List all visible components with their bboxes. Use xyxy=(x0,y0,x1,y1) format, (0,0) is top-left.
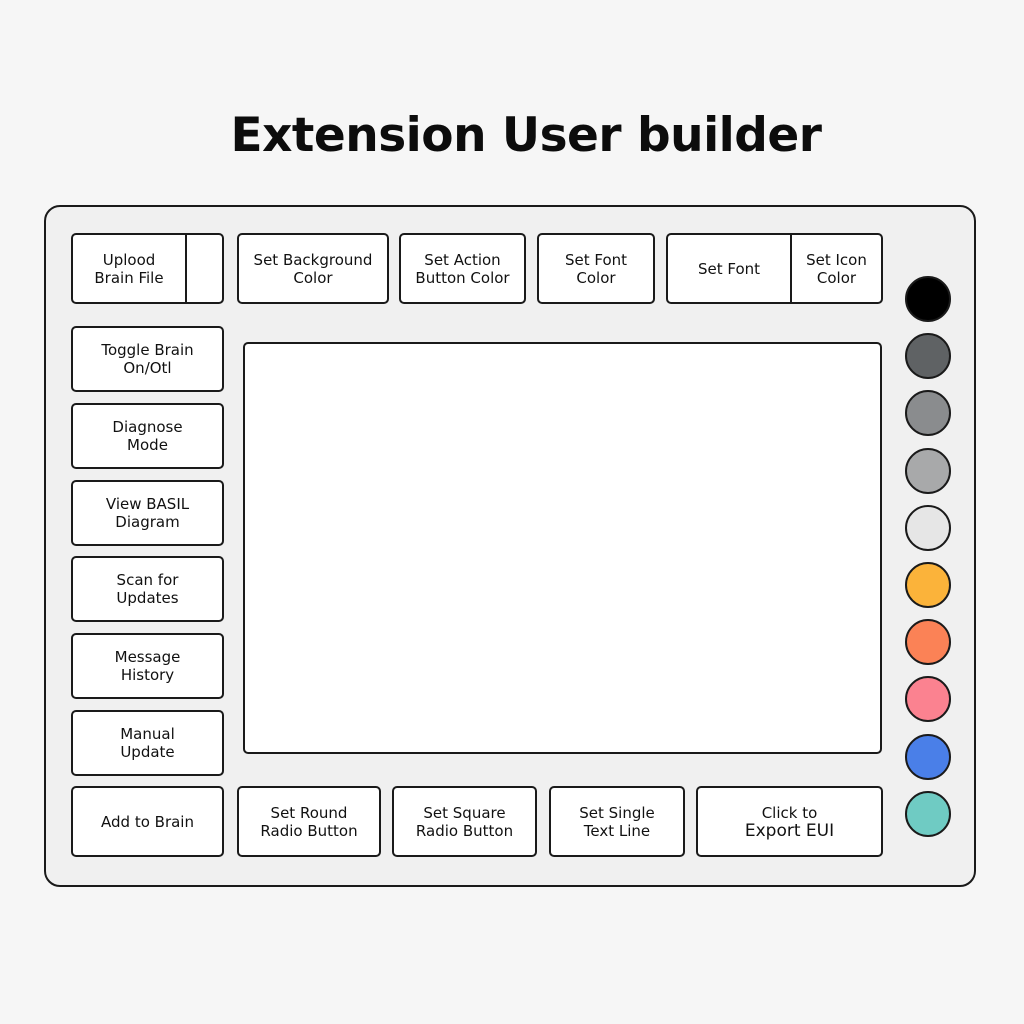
upload-brain-file-group: Uplood Brain File xyxy=(71,233,224,304)
color-swatch-8[interactable] xyxy=(905,676,951,722)
color-swatch-7[interactable] xyxy=(905,619,951,665)
color-swatch-6[interactable] xyxy=(905,562,951,608)
set-square-radio-button[interactable]: Set Square Radio Button xyxy=(392,786,537,857)
set-round-radio-button[interactable]: Set Round Radio Button xyxy=(237,786,381,857)
upload-file-slot[interactable] xyxy=(187,235,222,302)
page-title: Extension User builder xyxy=(230,108,822,163)
set-single-text-line-button[interactable]: Set Single Text Line xyxy=(549,786,685,857)
sidebar-item-manual-update[interactable]: Manual Update xyxy=(71,710,224,776)
set-font-button[interactable]: Set Font xyxy=(697,259,761,278)
preview-canvas[interactable] xyxy=(243,342,882,754)
add-to-brain-button[interactable]: Add to Brain xyxy=(71,786,224,857)
color-swatch-5[interactable] xyxy=(905,505,951,551)
set-action-button-color-button[interactable]: Set Action Button Color xyxy=(399,233,526,304)
color-swatch-1[interactable] xyxy=(905,276,951,322)
sidebar-item-scan-for-updates[interactable]: Scan for Updates xyxy=(71,556,224,622)
color-swatch-10[interactable] xyxy=(905,791,951,837)
color-swatch-2[interactable] xyxy=(905,333,951,379)
sidebar-item-toggle-brain[interactable]: Toggle Brain On/Otl xyxy=(71,326,224,392)
upload-brain-file-button[interactable]: Uplood Brain File xyxy=(94,250,164,287)
color-swatch-4[interactable] xyxy=(905,448,951,494)
divider xyxy=(790,235,792,302)
export-label-line1: Click to xyxy=(761,803,818,822)
font-icon-group: Set Font Set Icon Color xyxy=(666,233,883,304)
sidebar-item-view-basil-diagram[interactable]: View BASIL Diagram xyxy=(71,480,224,546)
sidebar-item-message-history[interactable]: Message History xyxy=(71,633,224,699)
color-swatch-9[interactable] xyxy=(905,734,951,780)
sidebar-item-diagnose-mode[interactable]: Diagnose Mode xyxy=(71,403,224,469)
export-label-line2: Export EUI xyxy=(744,820,835,841)
set-icon-color-button[interactable]: Set Icon Color xyxy=(806,250,867,287)
color-swatch-3[interactable] xyxy=(905,390,951,436)
set-font-color-button[interactable]: Set Font Color xyxy=(537,233,655,304)
export-eui-button[interactable]: Click to Export EUI xyxy=(696,786,883,857)
divider xyxy=(185,235,187,302)
set-background-color-button[interactable]: Set Background Color xyxy=(237,233,389,304)
